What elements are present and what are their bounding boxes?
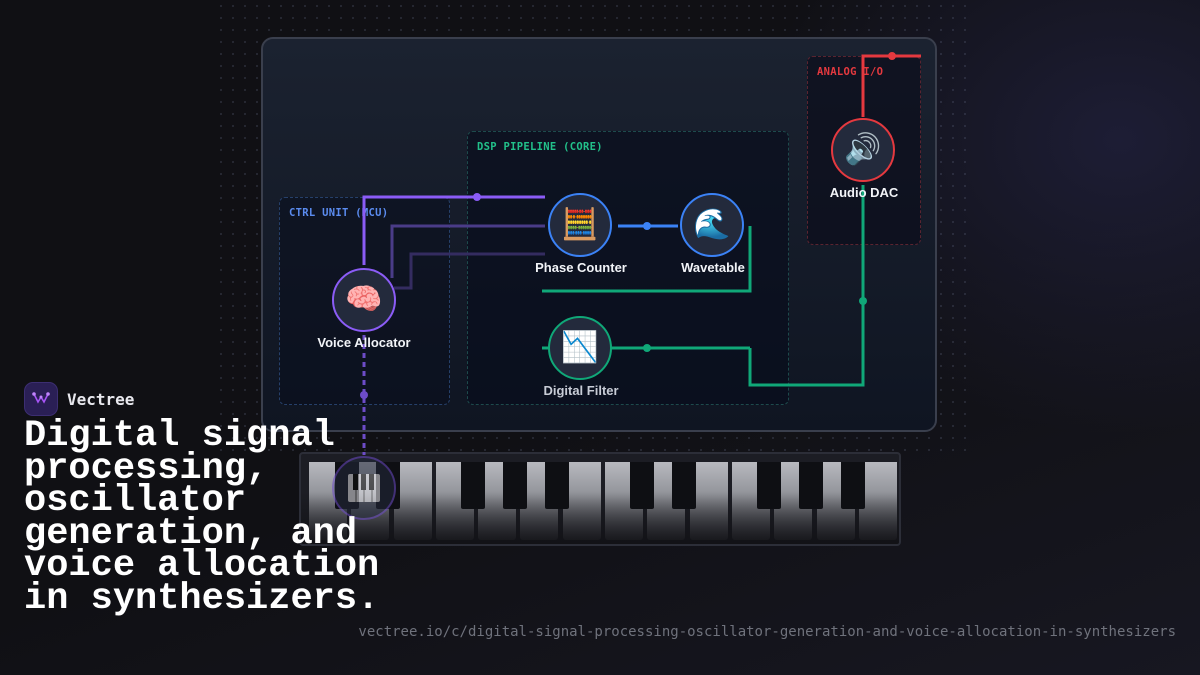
zone-dsp-pipeline: DSP PIPELINE (CORE) <box>467 131 789 405</box>
wire-junction <box>643 222 651 230</box>
wire-junction <box>859 297 867 305</box>
wire-wavetable-to-filter <box>542 226 752 293</box>
zone-io-label: ANALOG I/O <box>817 66 884 78</box>
page-title: Digital signal processing, oscillator ge… <box>24 415 380 620</box>
zone-dsp-label: DSP PIPELINE (CORE) <box>477 141 603 153</box>
wire-junction <box>888 52 896 60</box>
wavetable-label: Wavetable <box>681 260 745 275</box>
wire-voice-to-phase-2 <box>390 224 545 278</box>
voice-allocator-label: Voice Allocator <box>317 335 411 350</box>
wire-filter-to-dac <box>748 185 865 387</box>
vectree-logo-icon <box>24 382 58 416</box>
brain-icon[interactable]: 🧠 <box>332 268 396 332</box>
audio-dac-label: Audio DAC <box>829 185 899 200</box>
wire-voice-to-phase-main <box>362 195 545 265</box>
wire-junction <box>360 391 368 399</box>
speaker-icon[interactable]: 🔊 <box>831 118 895 182</box>
piano-keys-icon[interactable] <box>332 456 396 520</box>
wire-junction <box>473 193 481 201</box>
brand-name: Vectree <box>67 389 135 409</box>
wave-icon[interactable]: 🌊 <box>680 193 744 257</box>
brand: Vectree <box>24 382 134 416</box>
wire-dac-output <box>861 54 921 117</box>
phase-counter-label: Phase Counter <box>535 260 627 275</box>
source-url[interactable]: vectree.io/c/digital-signal-processing-o… <box>358 624 1176 640</box>
digital-filter-label: Digital Filter <box>543 383 619 398</box>
wire-junction <box>643 344 651 352</box>
chart-decreasing-icon[interactable]: 📉 <box>548 316 612 380</box>
abacus-icon[interactable]: 🧮 <box>548 193 612 257</box>
wire-voice-to-phase-3 <box>394 252 545 290</box>
